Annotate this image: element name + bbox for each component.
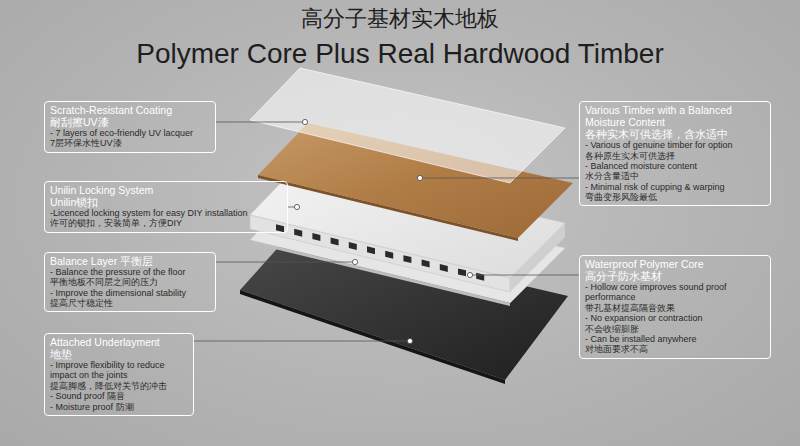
callout-heading: Unilin Locking System [50,184,282,196]
leader-line [216,122,305,123]
core-hole [349,242,357,250]
core-hole [458,268,466,276]
callout-text: 平衡地板不同层之间的压力 [50,277,210,287]
core-hole [312,233,320,241]
core-hole [422,260,430,268]
callout-text: - No expansion or contraction [585,313,765,323]
core-hole [440,264,448,272]
callout-box: Balance Layer 平衡层- Balance the pressure … [44,252,216,312]
core-hole [294,229,302,237]
leader-line [216,262,355,263]
callout-box: Scratch-Resistant Coating耐刮擦UV漆- 7 layer… [44,101,216,153]
leader-dot [407,338,412,343]
leader-dot [294,204,299,209]
callout-heading: Waterproof Polymer Core [585,258,765,270]
callout-heading: 地垫 [50,348,188,360]
callout-text: - Improve flexibility to reduce impact o… [50,360,188,381]
callout-text: 提高尺寸稳定性 [50,298,210,308]
leader-line [470,275,579,276]
core-hole [403,255,411,263]
callout-text: 提高脚感，降低对关节的冲击 [50,381,188,391]
callout-text: 各种原生实木可供选择 [585,151,765,161]
leader-dot [417,175,422,180]
callout-heading: Unilin锁扣 [50,196,282,208]
callout-text: - 7 layers of eco-friendly UV lacquer [50,128,210,138]
callout-text: - Sound proof 隔音 [50,391,188,401]
leader-dot [467,272,472,277]
callout-text: -Licenced locking system for easy DIY in… [50,208,282,218]
callout-heading: Scratch-Resistant Coating [50,104,210,116]
core-hole [276,224,284,232]
callout-text: 对地面要求不高 [585,344,765,354]
callout-heading: Attached Underlayment [50,336,188,348]
callout-text: 许可的锁扣，安装简单，方便DIY [50,218,282,228]
core-hole [331,238,339,246]
core-hole [476,273,484,281]
leader-dot [352,259,357,264]
callout-box: Attached Underlayment地垫- Improve flexibi… [44,333,194,416]
callout-text: 不会收缩膨胀 [585,324,765,334]
callout-heading: Various Timber with a Balanced Moisture … [585,104,765,128]
core-hole [367,246,375,254]
callout-heading: Balance Layer 平衡层 [50,255,210,267]
callout-text: - Moisture proof 防潮 [50,402,188,412]
callout-text: 7层环保水性UV漆 [50,138,210,148]
core-hole [385,251,393,259]
underlayment-edge [240,290,505,384]
callout-text: 水分含量适中 [585,171,765,181]
leader-lines [194,119,579,343]
callout-box: Various Timber with a Balanced Moisture … [579,101,771,206]
callout-heading: 各种实木可供选择，含水适中 [585,128,765,140]
callout-text: - Hollow core improves sound proof perfo… [585,282,765,303]
callout-text: - Improve the dimensional stability [50,288,210,298]
callout-text: - Balanced moisture content [585,161,765,171]
wood-edge [258,175,518,241]
callout-text: - Balance the pressure of the floor [50,267,210,277]
callout-text: 弯曲变形风险最低 [585,192,765,202]
core-holes [276,224,484,280]
callout-text: - Can be installed anywhere [585,334,765,344]
leader-line [194,341,410,342]
callout-heading: 耐刮擦UV漆 [50,116,210,128]
callout-box: Waterproof Polymer Core高分子防水基材- Hollow c… [579,255,771,359]
title: 高分子基材实木地板 [0,4,800,34]
uv-coating-sheet [250,68,565,183]
callout-text: - Various of genuine timber for option [585,140,765,150]
callout-heading: 高分子防水基材 [585,270,765,282]
leader-line [420,178,579,179]
callout-text: - Minimal risk of cupping & warping [585,182,765,192]
subtitle: Polymer Core Plus Real Hardwood Timber [0,38,800,70]
callout-box: Unilin Locking SystemUnilin锁扣-Licenced l… [44,181,288,233]
leader-dot [302,119,307,124]
callout-text: 带孔基材提高隔音效果 [585,303,765,313]
